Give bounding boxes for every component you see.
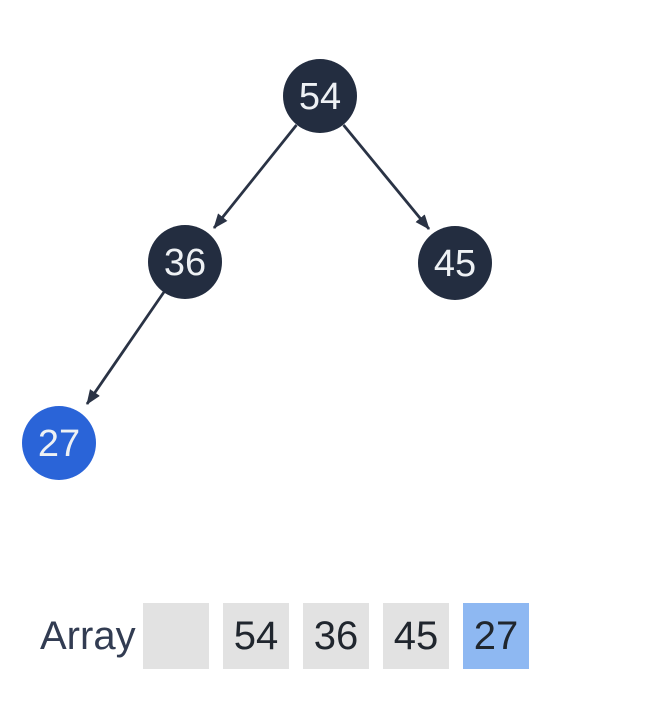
node-circle	[283, 59, 357, 133]
tree-node-right-child: 45	[418, 226, 492, 300]
tree-node-left-child: 36	[148, 225, 222, 299]
node-value: 54	[299, 76, 341, 118]
array-cell-0	[143, 603, 209, 669]
node-value: 45	[434, 243, 476, 285]
array-cell-2: 36	[303, 603, 369, 669]
edge-root-to-left-child	[212, 124, 298, 229]
tree-edges	[85, 124, 431, 405]
edge-left-child-to-leaf	[85, 291, 166, 405]
tree-node-leaf-highlighted: 27	[22, 406, 96, 480]
array-cell-1: 54	[223, 603, 289, 669]
array-label: Array	[40, 613, 136, 658]
node-circle	[418, 226, 492, 300]
tree-canvas: 54 36 45 27	[22, 59, 492, 480]
array-cells: 54 36 45 27	[143, 603, 529, 669]
array-cell-4-highlighted: 27	[463, 603, 529, 669]
node-value: 36	[164, 242, 206, 284]
edge-root-to-right-child	[342, 124, 431, 230]
array-section: Array 54 36 45 27	[0, 603, 652, 669]
tree-node-root: 54	[283, 59, 357, 133]
node-value: 27	[38, 423, 80, 465]
node-circle-highlighted	[22, 406, 96, 480]
node-circle	[148, 225, 222, 299]
array-cell-3: 45	[383, 603, 449, 669]
